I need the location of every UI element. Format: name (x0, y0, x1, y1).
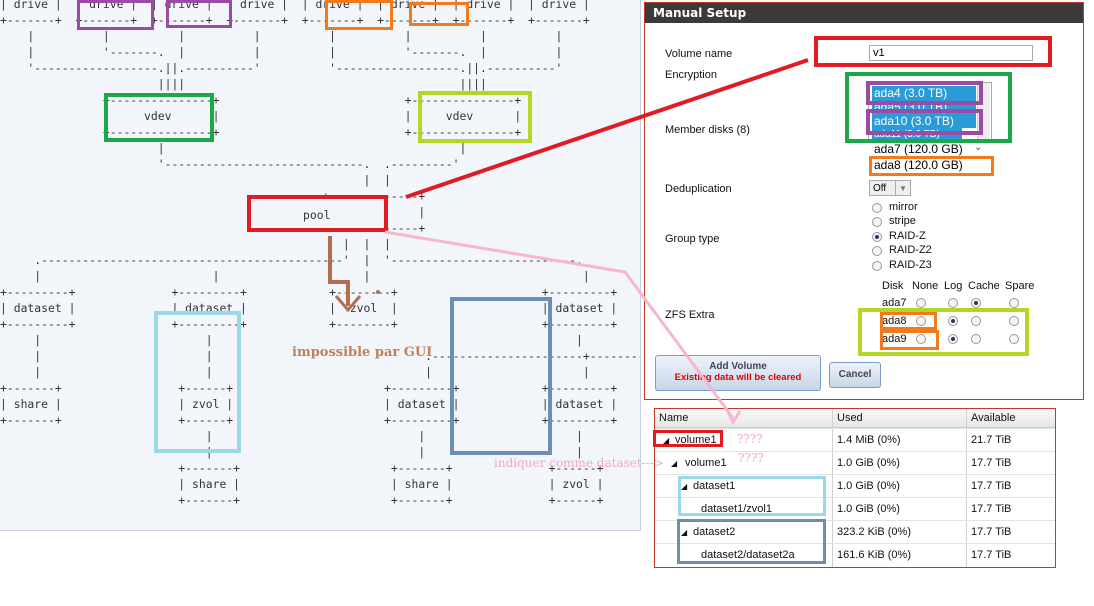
row-available: 17.7 TiB (971, 503, 1012, 515)
expand-toggle-icon[interactable]: ◢ (681, 482, 688, 491)
table-row[interactable]: ◢ volume1 1.0 GiB (0%) 17.7 TiB (655, 451, 1055, 475)
pink-connector-line (384, 230, 735, 419)
row-available: 21.7 TiB (971, 434, 1012, 446)
member-disk-option[interactable]: ada8 (120.0 GB) (874, 158, 963, 172)
row-name: volume1 (675, 434, 717, 446)
red-connector-line (405, 58, 809, 199)
zfs-row-disk: ada8 (882, 315, 907, 327)
radio-ada8-none[interactable] (916, 316, 926, 326)
radio-ada7-log[interactable] (948, 298, 958, 308)
radio-mirror[interactable] (872, 203, 882, 213)
chevron-down-icon: ▼ (895, 181, 910, 195)
table-row[interactable]: dataset1/zvol1 1.0 GiB (0%) 17.7 TiB (655, 497, 1055, 521)
note-impossible-gui: impossible par GUI (292, 345, 433, 360)
radio-raidz2[interactable] (872, 246, 882, 256)
row-name: volume1 (685, 457, 727, 469)
zfs-col-header: Log (944, 280, 963, 292)
row-name: dataset1 (693, 480, 736, 492)
radio-raidz3[interactable] (872, 261, 882, 271)
add-volume-warning: Existing data will be cleared (674, 372, 802, 383)
col-name-header[interactable]: Name (659, 412, 689, 424)
group-type-label: Group type (665, 233, 720, 245)
row-used: 1.0 GiB (0%) (837, 480, 900, 492)
column-divider (966, 409, 967, 567)
row-used: 1.4 MiB (0%) (837, 434, 901, 446)
deduplication-value: Off (873, 183, 887, 194)
table-row[interactable]: ◢ dataset2 323.2 KiB (0%) 17.7 TiB (655, 520, 1055, 544)
row-available: 17.7 TiB (971, 457, 1012, 469)
radio-ada8-cache[interactable] (971, 316, 981, 326)
pink-arrowhead-icon (725, 409, 742, 426)
radio-ada7-spare[interactable] (1009, 298, 1019, 308)
radio-ada8-spare[interactable] (1009, 316, 1019, 326)
zfs-col-header: None (912, 280, 939, 292)
row-available: 17.7 TiB (971, 480, 1012, 492)
table-row[interactable]: ◢ volume1 1.4 MiB (0%) 21.7 TiB (655, 428, 1055, 452)
radio-ada9-spare[interactable] (1009, 334, 1019, 344)
group-type-option: RAID-Z (889, 230, 926, 242)
member-disk-option[interactable]: ada10 (3.0 TB) (872, 114, 976, 128)
zfs-col-header: Disk (882, 280, 904, 292)
member-disk-option[interactable]: ada7 (120.0 GB) (874, 142, 963, 156)
radio-ada9-log[interactable] (948, 334, 958, 344)
add-volume-label: Add Volume (709, 361, 767, 372)
zfs-row-disk: ada7 (882, 297, 907, 309)
deduplication-select[interactable]: Off ▼ (869, 180, 911, 196)
add-volume-button[interactable]: Add Volume Existing data will be cleared (655, 355, 821, 391)
group-type-option: RAID-Z3 (889, 259, 932, 271)
row-used: 1.0 GiB (0%) (837, 457, 900, 469)
brown-arrow-icon (328, 236, 380, 313)
column-divider (832, 409, 833, 567)
row-available: 17.7 TiB (971, 526, 1012, 538)
table-row[interactable]: ◢ dataset1 1.0 GiB (0%) 17.7 TiB (655, 474, 1055, 498)
zfs-extra-label: ZFS Extra (665, 309, 715, 321)
volume-name-input[interactable] (869, 45, 1033, 61)
col-available-header[interactable]: Available (971, 412, 1016, 424)
row-available: 17.7 TiB (971, 549, 1012, 561)
cancel-button[interactable]: Cancel (829, 362, 881, 388)
group-type-option: RAID-Z2 (889, 244, 932, 256)
row-used: 1.0 GiB (0%) (837, 503, 900, 515)
row-name: dataset2/dataset2a (701, 549, 795, 561)
indicate-dataset-note: indiquer comme dataset---> (494, 456, 664, 470)
row-name: dataset2 (693, 526, 736, 538)
radio-stripe[interactable] (872, 217, 882, 227)
dialog-title: Manual Setup (645, 3, 1083, 23)
row-used: 323.2 KiB (0%) (837, 526, 911, 538)
group-type-option: stripe (889, 215, 916, 227)
expand-toggle-icon[interactable]: ◢ (663, 436, 670, 445)
manual-setup-dialog: Manual Setup Volume name Encryption Memb… (644, 2, 1084, 400)
row-name: dataset1/zvol1 (701, 503, 772, 515)
radio-raidz[interactable] (872, 232, 882, 242)
question-marks-1: ???? (737, 432, 763, 446)
chevron-down-icon: ⌄ (974, 142, 983, 153)
radio-ada7-cache[interactable] (971, 298, 981, 308)
question-marks-2: ???? (738, 451, 764, 465)
zfs-col-header: Spare (1005, 280, 1035, 292)
table-row[interactable]: dataset2/dataset2a 161.6 KiB (0%) 17.7 T… (655, 543, 1055, 567)
radio-ada9-cache[interactable] (971, 334, 981, 344)
table-header: Name Used Available (655, 409, 1055, 428)
col-used-header[interactable]: Used (837, 412, 863, 424)
radio-ada9-none[interactable] (916, 334, 926, 344)
row-used: 161.6 KiB (0%) (837, 549, 911, 561)
expand-toggle-icon[interactable]: ◢ (671, 459, 678, 468)
zfs-col-header: Cache (968, 280, 1000, 292)
volume-name-label: Volume name (665, 48, 733, 60)
member-disks-label: Member disks (8) (665, 124, 750, 136)
radio-ada7-none[interactable] (916, 298, 926, 308)
member-disk-option[interactable]: ada4 (3.0 TB) (872, 86, 976, 100)
zfs-row-disk: ada9 (882, 333, 907, 345)
expand-toggle-icon[interactable]: ◢ (681, 528, 688, 537)
group-type-option: mirror (889, 201, 918, 213)
radio-ada8-log[interactable] (948, 316, 958, 326)
deduplication-label: Deduplication (665, 183, 732, 195)
encryption-label: Encryption (665, 69, 717, 81)
